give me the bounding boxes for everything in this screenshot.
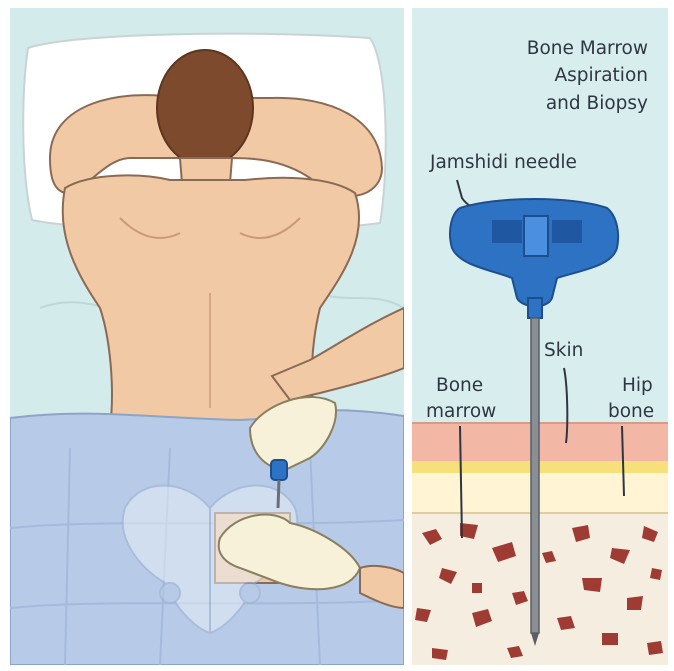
- label-bone-marrow-1: Bone: [436, 375, 483, 396]
- patient-scene-panel: [10, 8, 404, 665]
- label-skin: Skin: [544, 340, 583, 361]
- head-hair: [157, 50, 253, 166]
- title-line-3: and Biopsy: [546, 93, 648, 114]
- title-line-2: Aspiration: [554, 65, 648, 86]
- label-hip-2: bone: [608, 401, 654, 422]
- label-bone-marrow-2: marrow: [426, 401, 496, 422]
- fat-layer: [412, 461, 668, 473]
- label-hip-1: Hip: [622, 375, 653, 396]
- needle-shaft: [531, 318, 539, 633]
- patient-illustration: [10, 8, 404, 665]
- cross-section-illustration: Bone Marrow Aspiration and Biopsy Jamshi…: [412, 8, 668, 665]
- label-jamshidi-needle: Jamshidi needle: [429, 152, 577, 173]
- skin-layer: [412, 423, 668, 461]
- hip-bone-cortex: [412, 473, 668, 513]
- bone-marrow-region: [412, 514, 668, 665]
- title-line-1: Bone Marrow: [527, 38, 648, 59]
- needle-cross-section-panel: Bone Marrow Aspiration and Biopsy Jamshi…: [412, 8, 668, 665]
